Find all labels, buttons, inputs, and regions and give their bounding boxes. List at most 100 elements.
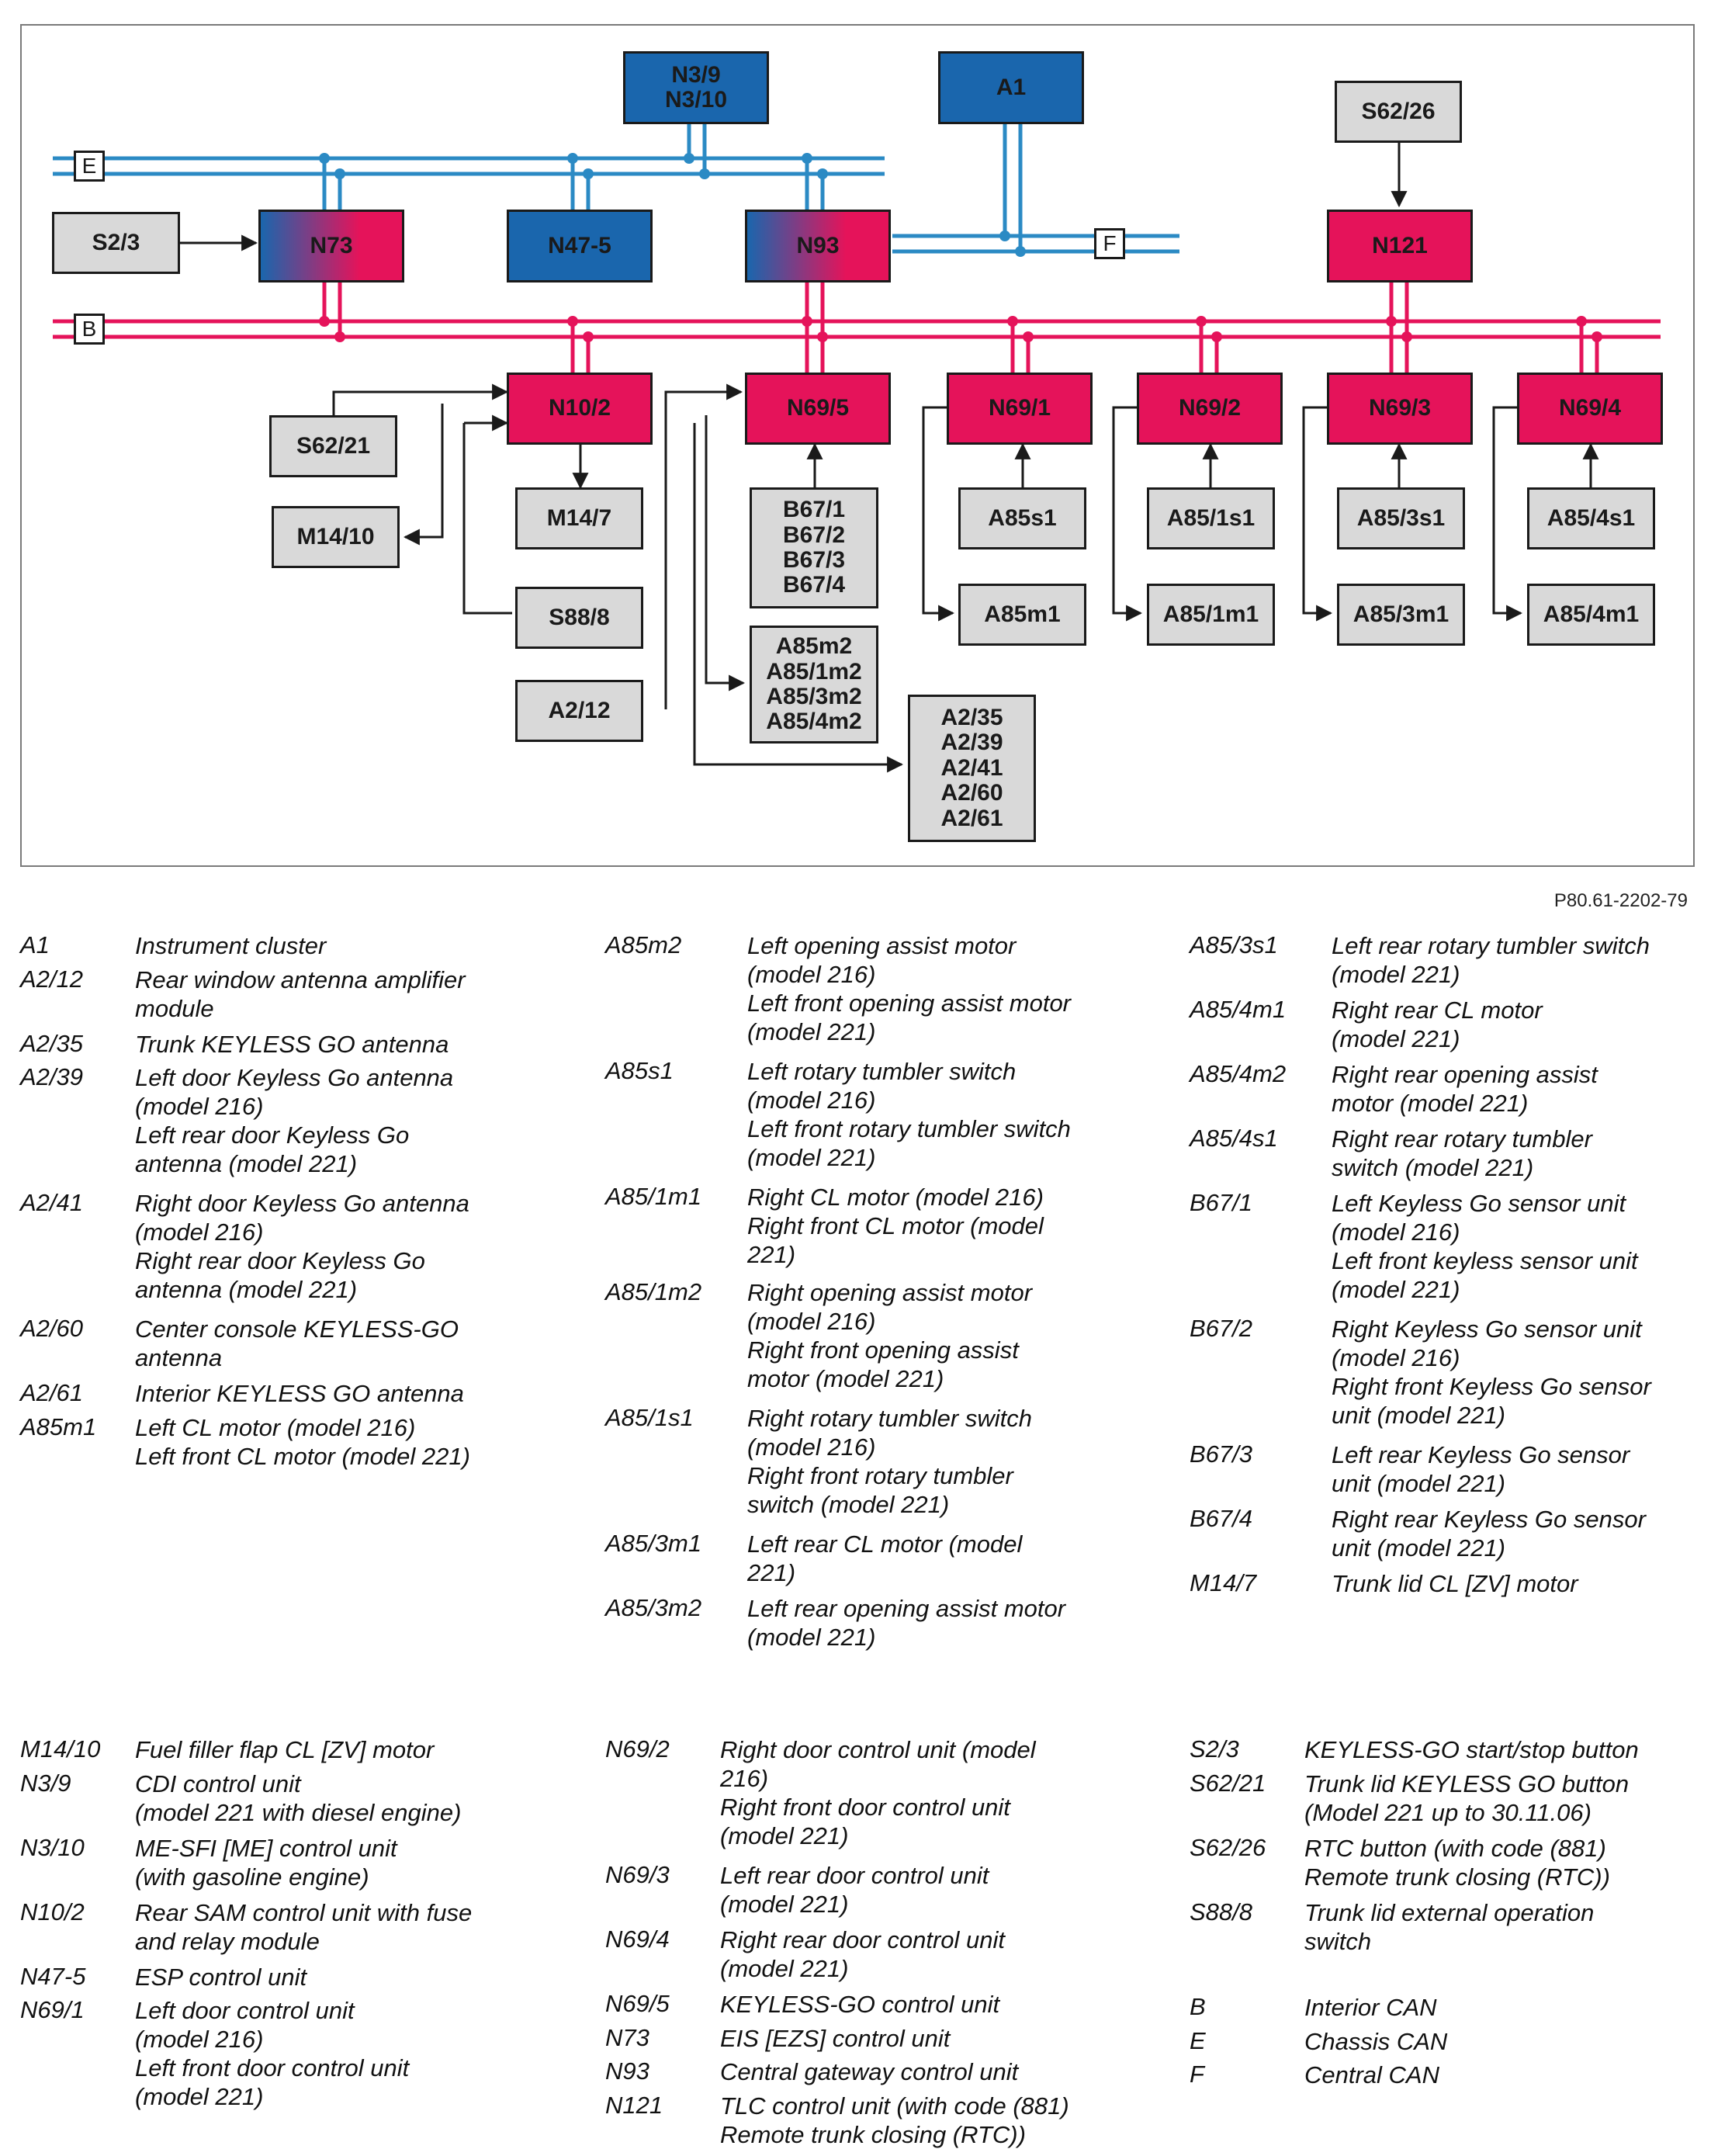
legend-description: Left opening assist motor(model 216)Left… <box>747 931 1071 1046</box>
legend-line: unit (model 221) <box>1332 1470 1506 1497</box>
legend-description: Right door Keyless Go antenna(model 216)… <box>135 1189 469 1304</box>
legend-line: (model 216) <box>1332 1344 1460 1371</box>
legend-line: (model 221) <box>720 1955 849 1982</box>
node-a2-12[interactable]: A2/12 <box>515 680 643 742</box>
node-n69-4[interactable]: N69/4 <box>1517 373 1663 445</box>
legend-line: switch (model 221) <box>1332 1154 1534 1181</box>
node-a85-1s1[interactable]: A85/1s1 <box>1147 487 1275 549</box>
bus-tag-f: F <box>1094 228 1125 259</box>
legend-code: B67/3 <box>1190 1440 1253 1468</box>
node-a85m1[interactable]: A85m1 <box>958 584 1086 646</box>
legend-line: Central CAN <box>1304 2061 1439 2088</box>
legend-code: A85s1 <box>605 1057 674 1084</box>
legend-line: (model 221) <box>1332 1025 1460 1052</box>
legend-line: Center console KEYLESS-GO <box>135 1315 459 1343</box>
node-a85-3m1[interactable]: A85/3m1 <box>1337 584 1465 646</box>
legend-line: Right rear door Keyless Go <box>135 1247 425 1274</box>
legend-line: KEYLESS-GO control unit <box>720 1991 1000 2018</box>
legend-code: A85/1m2 <box>605 1277 702 1305</box>
legend-line: (model 221) <box>747 1144 876 1171</box>
node-s62-26[interactable]: S62/26 <box>1335 81 1462 143</box>
legend-line: Left rear rotary tumbler switch <box>1332 932 1650 959</box>
legend-line: Interior KEYLESS GO antenna <box>135 1380 464 1407</box>
legend-code: A2/60 <box>20 1315 84 1342</box>
legend-line: (model 216) <box>135 2026 264 2053</box>
legend-line: EIS [EZS] control unit <box>720 2024 951 2052</box>
legend-description: Fuel filler flap CL [ZV] motor <box>135 1735 434 1764</box>
legend-line: Right rear opening assist <box>1332 1061 1598 1088</box>
legend-line: Left rear opening assist motor <box>747 1594 1066 1622</box>
node-n10-2[interactable]: N10/2 <box>507 373 653 445</box>
legend-line: Right door Keyless Go antenna <box>135 1190 469 1217</box>
node-a85s1[interactable]: A85s1 <box>958 487 1086 549</box>
legend-code: S62/26 <box>1190 1833 1266 1861</box>
legend-description: Chassis CAN <box>1304 2027 1447 2056</box>
node-n69-2[interactable]: N69/2 <box>1137 373 1283 445</box>
node-a1[interactable]: A1 <box>938 51 1084 124</box>
node-s62-21[interactable]: S62/21 <box>269 415 397 477</box>
legend-line: Fuel filler flap CL [ZV] motor <box>135 1736 435 1763</box>
node-n69-1[interactable]: N69/1 <box>947 373 1093 445</box>
node-n47-5[interactable]: N47-5 <box>507 210 653 282</box>
node-a85-4s1[interactable]: A85/4s1 <box>1527 487 1655 549</box>
legend-line: (model 216) <box>747 1307 876 1335</box>
legend-description: KEYLESS-GO control unit <box>720 1990 999 2019</box>
legend-description: Right rear door control unit(model 221) <box>720 1925 1005 1983</box>
legend-line: Trunk lid external operation <box>1304 1898 1595 1926</box>
legend-description: Interior KEYLESS GO antenna <box>135 1379 464 1408</box>
node-n69-3[interactable]: N69/3 <box>1327 373 1473 445</box>
legend-code: S2/3 <box>1190 1735 1239 1763</box>
legend-code: N69/5 <box>605 1990 670 2017</box>
bus-tag-b: B <box>74 314 105 345</box>
legend-description: Trunk lid KEYLESS GO button(Model 221 up… <box>1304 1770 1629 1827</box>
node-n93[interactable]: N93 <box>745 210 891 282</box>
node-a85-4m1[interactable]: A85/4m1 <box>1527 584 1655 646</box>
legend-line: Remote trunk closing (RTC)) <box>1304 1863 1610 1891</box>
legend-code: A2/61 <box>20 1379 84 1406</box>
legend-line: Trunk KEYLESS GO antenna <box>135 1030 449 1058</box>
legend-line: Left door Keyless Go antenna <box>135 1064 454 1091</box>
legend-line: Interior CAN <box>1304 1994 1437 2021</box>
node-a85-1m1[interactable]: A85/1m1 <box>1147 584 1275 646</box>
node-n69-5[interactable]: N69/5 <box>745 373 891 445</box>
node-s88-8[interactable]: S88/8 <box>515 587 643 649</box>
node-n121[interactable]: N121 <box>1327 210 1473 282</box>
legend-code: A85/3m2 <box>605 1593 702 1621</box>
node-s2-3[interactable]: S2/3 <box>52 212 180 274</box>
legend-line: Rear window antenna amplifier <box>135 965 466 993</box>
legend-line: (model 221) <box>720 1891 849 1918</box>
legend-line: Right front Keyless Go sensor <box>1332 1373 1651 1400</box>
legend-line: (Model 221 up to 30.11.06) <box>1304 1798 1592 1826</box>
legend-line: (model 216) <box>135 1218 264 1246</box>
legend-code: N3/9 <box>20 1769 71 1797</box>
legend-description: ESP control unit <box>135 1963 307 1991</box>
interior-can-bus <box>53 282 1661 373</box>
legend-line: Left front rotary tumbler switch <box>747 1115 1071 1142</box>
legend-line: (model 216) <box>747 1087 876 1114</box>
legend-description: Right Keyless Go sensor unit(model 216)R… <box>1332 1315 1651 1430</box>
node-m14-7[interactable]: M14/7 <box>515 487 643 549</box>
legend-line: (model 216) <box>1332 1218 1460 1246</box>
legend-description: Trunk lid CL [ZV] motor <box>1332 1569 1578 1598</box>
legend-line: unit (model 221) <box>1332 1534 1506 1562</box>
node-n73[interactable]: N73 <box>258 210 404 282</box>
legend-line: module <box>135 994 214 1022</box>
node-a85-3s1[interactable]: A85/3s1 <box>1337 487 1465 549</box>
legend-description: Left door control unit(model 216)Left fr… <box>135 1996 409 2111</box>
legend-description: Left rear door control unit(model 221) <box>720 1861 989 1919</box>
node-m14-10[interactable]: M14/10 <box>272 506 400 568</box>
legend-line: Left rear door control unit <box>720 1862 989 1889</box>
legend-code: N69/2 <box>605 1735 670 1763</box>
legend-line: 221) <box>747 1558 796 1586</box>
legend-code: N69/4 <box>605 1925 670 1953</box>
legend-description: Right opening assist motor(model 216)Rig… <box>747 1278 1032 1393</box>
legend-description: Trunk KEYLESS GO antenna <box>135 1030 449 1059</box>
legend-code: A85/3m1 <box>605 1529 702 1557</box>
legend-description: TLC control unit (with code (881)Remote … <box>720 2092 1069 2149</box>
